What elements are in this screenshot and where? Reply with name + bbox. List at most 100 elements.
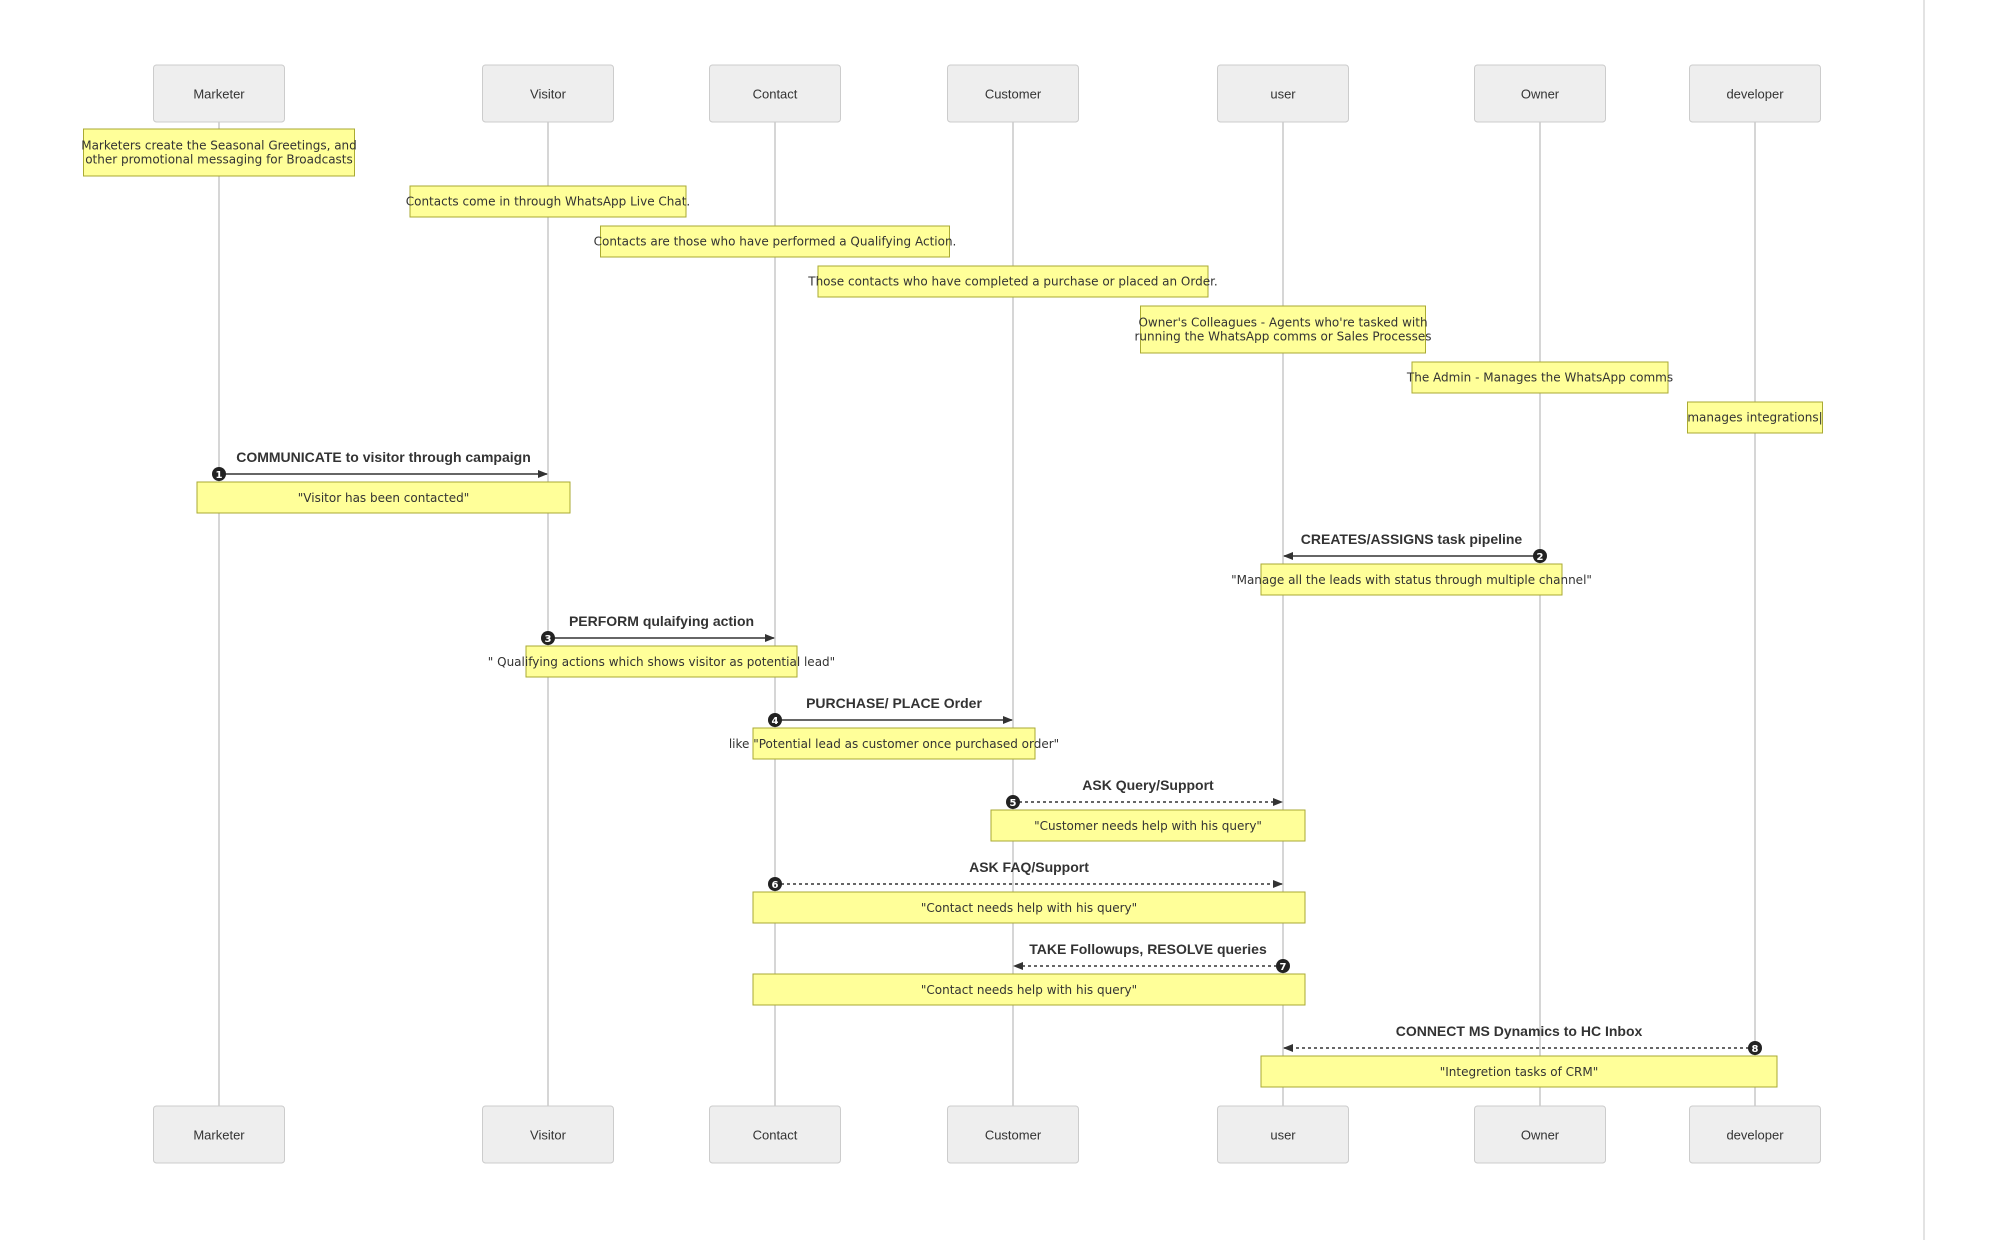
- sequence-number: 2: [1537, 552, 1544, 563]
- message-3: PERFORM qulaifying action 3 " Qualifying a…: [488, 613, 835, 678]
- actor-customer-top[interactable]: Customer: [947, 64, 1079, 123]
- actor-contact-bottom[interactable]: Contact: [709, 1105, 841, 1164]
- actor-label: Customer: [985, 87, 1042, 102]
- actor-box-shape: [153, 64, 285, 123]
- message-label: COMMUNICATE to visitor through campaign: [236, 449, 531, 465]
- note-text: Marketers create the Seasonal Greetings,…: [81, 139, 357, 153]
- actor-visitor-bottom[interactable]: Visitor: [482, 1105, 614, 1164]
- message-note-text: "Visitor has been contacted": [298, 491, 469, 505]
- actor-developer-top[interactable]: developer: [1689, 64, 1821, 123]
- actor-label: developer: [1726, 87, 1784, 102]
- actor-box-shape: [947, 1105, 1079, 1164]
- message-note-text: " Qualifying actions which shows visitor…: [488, 655, 835, 669]
- note-text: Contacts come in through WhatsApp Live C…: [406, 195, 691, 209]
- actor-visitor-top[interactable]: Visitor: [482, 64, 614, 123]
- sequence-number-badge: [1533, 549, 1547, 563]
- actor-label: Customer: [985, 1128, 1042, 1143]
- message-8: CONNECT MS Dynamics to HC Inbox8"Integre…: [1260, 1023, 1778, 1088]
- message-label: ASK FAQ/Support: [969, 859, 1089, 875]
- actor-label: Contact: [753, 1128, 798, 1143]
- sequence-number-badge: [768, 877, 782, 891]
- actor-label: Contact: [753, 87, 798, 102]
- message-note-text: "Contact needs help with his query": [921, 983, 1137, 997]
- actor-box-shape: [709, 1105, 841, 1164]
- message-note-box: [752, 973, 1306, 1006]
- sequence-number-badge: [768, 713, 782, 727]
- role-note-customer: Those contacts who have completed a purc…: [807, 265, 1218, 298]
- message-label: PERFORM qulaifying action: [569, 613, 754, 629]
- note-box: [600, 225, 950, 258]
- note-box: [1411, 361, 1669, 394]
- actor-row-bottom: Marketer Visitor Contact Customer user Owner d…: [153, 1105, 1821, 1164]
- actor-owner-top[interactable]: Owner: [1474, 64, 1606, 123]
- actor-box-shape: [947, 64, 1079, 123]
- actor-developer-bottom[interactable]: developer: [1689, 1105, 1821, 1164]
- message-note-box: [990, 809, 1306, 842]
- messages: COMMUNICATE to visitor through campaign1…: [196, 449, 1778, 1088]
- actor-user-top[interactable]: user: [1217, 64, 1349, 123]
- sequence-number-badge: [1276, 959, 1290, 973]
- message-label: ASK Query/Support: [1082, 777, 1214, 793]
- actor-box-shape: [1474, 64, 1606, 123]
- actor-owner-bottom[interactable]: Owner: [1474, 1105, 1606, 1164]
- actor-contact-top[interactable]: Contact: [709, 64, 841, 123]
- actor-customer-bottom[interactable]: Customer: [947, 1105, 1079, 1164]
- actor-label: user: [1270, 87, 1296, 102]
- sequence-number: 3: [545, 634, 552, 645]
- message-note-text: like "Potential lead as customer once pu…: [729, 737, 1059, 751]
- message-note-box: [525, 645, 798, 678]
- actor-box-shape: [1217, 1105, 1349, 1164]
- actor-label: Owner: [1521, 87, 1560, 102]
- actor-box-shape: [1689, 1105, 1821, 1164]
- sequence-number: 7: [1280, 962, 1287, 973]
- actor-label: Visitor: [530, 87, 567, 102]
- sequence-number-badge: [1006, 795, 1020, 809]
- actor-box-shape: [482, 64, 614, 123]
- sequence-number-badge: [541, 631, 555, 645]
- sequence-number: 4: [772, 716, 779, 727]
- note-text: Those contacts who have completed a purc…: [807, 275, 1217, 289]
- message-5: ASK Query/Support 5 "Customer needs help w…: [990, 777, 1306, 842]
- message-2: CREATES/ASSIGNS task pipeline 2 "Manage al…: [1231, 531, 1592, 596]
- actor-label: Marketer: [193, 1128, 245, 1143]
- note-text: running the WhatsApp comms or Sales Proc…: [1134, 330, 1431, 344]
- note-text: Owner's Colleagues - Agents who're taske…: [1138, 316, 1427, 330]
- role-note-developer: manages integrations|: [1687, 401, 1823, 434]
- actor-row-top: Marketer Visitor Contact Customer user Owner d…: [153, 64, 1821, 123]
- message-label: CREATES/ASSIGNS task pipeline: [1301, 531, 1523, 547]
- message-note-box: [196, 481, 571, 514]
- message-label: CONNECT MS Dynamics to HC Inbox: [1396, 1023, 1643, 1039]
- message-label: TAKE Followups, RESOLVE queries: [1029, 941, 1267, 957]
- actor-marketer-bottom[interactable]: Marketer: [153, 1105, 285, 1164]
- message-4: PURCHASE/ PLACE Order 4 like "Potential le…: [729, 695, 1059, 760]
- sequence-number-badge: [212, 467, 226, 481]
- actor-label: Visitor: [530, 1128, 567, 1143]
- role-note-visitor: Contacts come in through WhatsApp Live C…: [406, 185, 691, 218]
- scrollbar-track[interactable]: [1923, 0, 1925, 1240]
- sequence-number: 5: [1010, 798, 1017, 809]
- actor-box-shape: [1474, 1105, 1606, 1164]
- note-text: Contacts are those who have performed a …: [594, 235, 957, 249]
- message-1: COMMUNICATE to visitor through campaign1…: [196, 449, 571, 514]
- actor-user-bottom[interactable]: user: [1217, 1105, 1349, 1164]
- sequence-number: 8: [1752, 1044, 1759, 1055]
- actor-label: Marketer: [193, 87, 245, 102]
- sequence-number-badge: [1748, 1041, 1762, 1055]
- note-box: [409, 185, 687, 218]
- actor-box-shape: [1689, 64, 1821, 123]
- message-note-text: "Customer needs help with his query": [1034, 819, 1262, 833]
- message-label: PURCHASE/ PLACE Order: [806, 695, 982, 711]
- actor-label: developer: [1726, 1128, 1784, 1143]
- sequence-number: 6: [772, 880, 779, 891]
- actor-label: Owner: [1521, 1128, 1560, 1143]
- message-note-text: "Manage all the leads with status throug…: [1231, 573, 1592, 587]
- message-note-box: [752, 727, 1036, 760]
- lifelines: [218, 122, 1756, 1106]
- actor-box-shape: [1217, 64, 1349, 123]
- message-note-box: [1260, 1055, 1778, 1088]
- actor-marketer-top[interactable]: Marketer: [153, 64, 285, 123]
- note-text: other promotional messaging for Broadcas…: [85, 153, 353, 167]
- note-text: The Admin - Manages the WhatsApp comms: [1406, 371, 1673, 385]
- actor-box-shape: [709, 64, 841, 123]
